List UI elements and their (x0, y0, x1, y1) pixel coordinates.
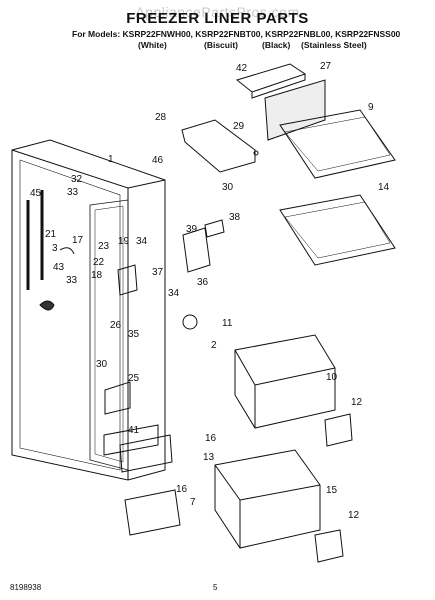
callout-label: 1 (108, 154, 114, 165)
callout-label: 41 (128, 425, 140, 436)
callout-label: 35 (128, 329, 140, 340)
callout-label: 25 (128, 373, 140, 384)
callout-label: 17 (72, 235, 84, 246)
callout-label: 13 (203, 452, 215, 463)
callout-label: 36 (197, 277, 209, 288)
callout-label: 45 (30, 188, 42, 199)
callout-label: 30 (222, 182, 234, 193)
callout-label: 42 (236, 63, 248, 74)
switch-part (204, 219, 225, 238)
callout-label: 29 (233, 121, 245, 132)
model-color-white: (White) (138, 40, 167, 50)
page-title: FREEZER LINER PARTS (126, 10, 309, 27)
drawer-slide-part (119, 434, 173, 473)
footer-part-number: 8198938 (10, 583, 42, 592)
callout-label: 37 (152, 267, 164, 278)
callout-label: 30 (96, 359, 108, 370)
models-line: For Models: KSRP22FNWH00, KSRP22FNBT00, … (72, 29, 401, 39)
callout-label: 19 (118, 236, 130, 247)
callout-label: 12 (348, 510, 360, 521)
callout-label: 46 (152, 155, 164, 166)
basket-handle-lower (314, 529, 344, 563)
basket-upper (234, 334, 336, 429)
callout-label: 28 (155, 112, 167, 123)
callout-label: 26 (110, 320, 122, 331)
basket-handle-upper (324, 413, 353, 447)
callout-label: 9 (368, 102, 374, 113)
model-color-black: (Black) (262, 40, 291, 50)
basket-lower (214, 449, 321, 549)
callout-label: 7 (190, 497, 196, 508)
callout-label: 16 (176, 484, 188, 495)
callout-label: 33 (66, 275, 78, 286)
control-housing (182, 227, 211, 273)
callout-label: 11 (222, 318, 233, 329)
callout-label: 27 (320, 61, 332, 72)
lower-bracket (124, 489, 181, 536)
callout-label: 10 (326, 372, 338, 383)
callout-label: 33 (67, 187, 79, 198)
freezer-liner (11, 139, 166, 481)
callout-label: 43 (53, 262, 65, 273)
model-color-biscuit: (Biscuit) (204, 40, 238, 50)
knob-part (182, 314, 198, 330)
callout-label: 39 (186, 224, 198, 235)
callout-label: 22 (93, 257, 105, 268)
shelf-lower (279, 194, 396, 266)
light-socket (117, 264, 138, 296)
shelf-upper (279, 109, 396, 179)
callout-label: 18 (91, 270, 103, 281)
callout-label: 12 (351, 397, 363, 408)
callout-label: 14 (378, 182, 390, 193)
watermark: AppliancePartsPros.com (135, 4, 300, 20)
callout-label: 2 (211, 340, 217, 351)
callout-label: 16 (205, 433, 217, 444)
callout-label: 15 (326, 485, 338, 496)
model-color-stainless: (Stainless Steel) (301, 40, 367, 50)
callout-label: 38 (229, 212, 241, 223)
callout-label: 23 (98, 241, 110, 252)
footer-page-number: 5 (213, 583, 218, 592)
callout-label: 3 (52, 243, 58, 254)
callout-label: 21 (45, 229, 57, 240)
callout-label: 32 (71, 174, 83, 185)
callout-label: 34 (136, 236, 148, 247)
callout-label: 34 (168, 288, 180, 299)
